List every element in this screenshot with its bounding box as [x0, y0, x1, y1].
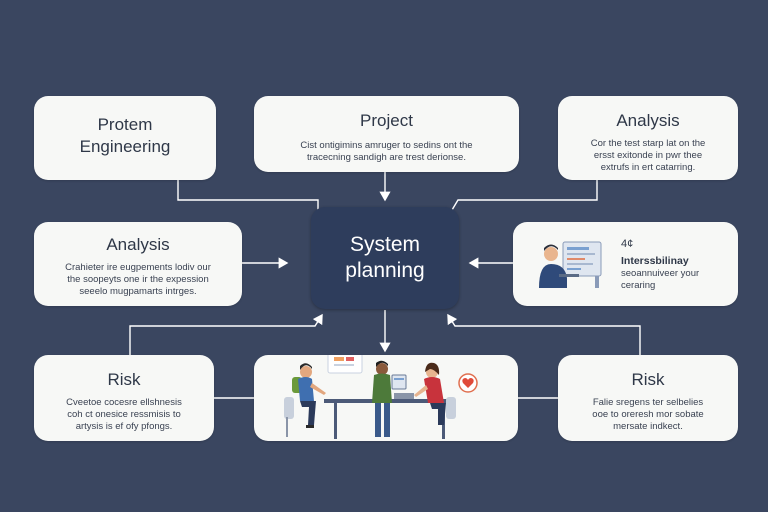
protein-engineering-card[interactable]: Protem Engineering: [34, 96, 216, 180]
system-planning-line1: System: [349, 233, 420, 256]
interdisciplinary-title: Interssbilinay: [621, 255, 689, 267]
project-title: Project: [360, 111, 413, 130]
interdisciplinary-card[interactable]: 4¢ Interssbilinay seoannuiveer your cera…: [513, 222, 738, 306]
analysis-left-card[interactable]: Analysis Crahieter ire eugpements lodiv …: [34, 222, 242, 306]
risk-left-title: Risk: [107, 370, 141, 389]
risk-left-card[interactable]: Risk Cveetoe cocesre ellshnesis coh ct o…: [34, 355, 214, 441]
analysis-top-card[interactable]: Analysis Cor the test starp lat on the e…: [558, 96, 738, 180]
risk-right-title: Risk: [631, 370, 665, 389]
project-card[interactable]: Project Cist ontigimins amruger to sedin…: [254, 96, 519, 172]
analysis-top-description: Cor the test starp lat on the ersst exit…: [590, 138, 706, 173]
team-meeting-illustration: [284, 355, 478, 439]
connector-risk-right-to-center: [447, 313, 641, 355]
interdisciplinary-number: 4¢: [621, 238, 634, 250]
interdisciplinary-description: seoannuiveer your ceraring: [621, 268, 700, 291]
team-meeting-card[interactable]: [254, 355, 518, 441]
person-at-computer-icon: [539, 241, 602, 288]
connector-risk-left-to-center: [129, 313, 323, 355]
analysis-left-title: Analysis: [106, 235, 170, 254]
analysis-top-title: Analysis: [616, 111, 680, 130]
project-description: Cist ontigimins amruger to sedins ont th…: [300, 140, 473, 163]
risk-right-description: Falie sregens ter selbelies ooe to orere…: [592, 397, 704, 432]
system-planning-line2: planning: [345, 259, 425, 282]
protein-engineering-title: Protem Engineering: [79, 115, 171, 156]
system-planning-node[interactable]: System planning: [311, 207, 459, 309]
risk-left-description: Cveetoe cocesre ellshnesis coh ct onesic…: [66, 397, 182, 432]
risk-right-card[interactable]: Risk Falie sregens ter selbelies ooe to …: [558, 355, 738, 441]
connector-analysis-top-to-center: [451, 180, 598, 211]
analysis-left-description: Crahieter ire eugpements lodiv our the s…: [65, 262, 211, 297]
connector-protein-to-center: [177, 180, 319, 210]
